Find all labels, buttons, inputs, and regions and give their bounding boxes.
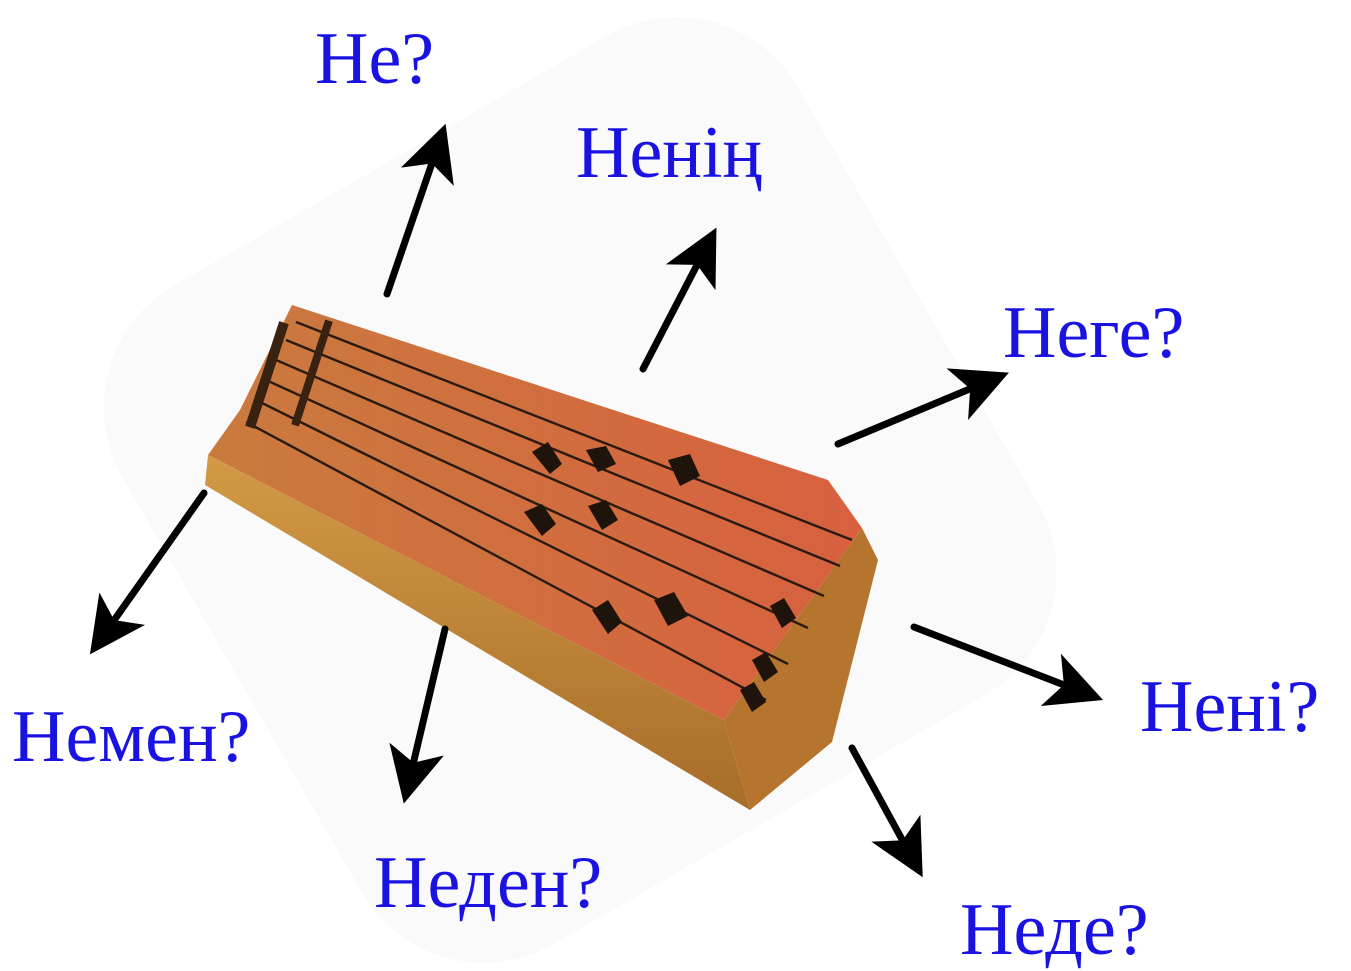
question-neni: Нені? xyxy=(1140,666,1320,748)
question-neden: Неден? xyxy=(374,842,603,924)
instrument-bridge xyxy=(245,319,333,429)
question-nede: Неде? xyxy=(960,889,1149,971)
instrument-end xyxy=(724,528,878,810)
arrows xyxy=(89,123,1104,878)
arrow-to-nege xyxy=(834,368,1009,448)
question-nege: Неге? xyxy=(1003,292,1185,374)
question-nenin: Ненің xyxy=(576,112,763,194)
zither-instrument xyxy=(205,305,878,810)
arrow-to-neni xyxy=(910,623,1104,706)
arrow-to-nenin xyxy=(639,227,717,373)
instrument-strings xyxy=(245,320,853,702)
question-nemen: Немен? xyxy=(12,696,251,778)
arrow-to-neden xyxy=(389,625,449,804)
arrow-to-nemen xyxy=(89,489,208,655)
arrow-to-nede xyxy=(848,744,923,878)
instrument-frets xyxy=(524,442,796,712)
question-ne: Не? xyxy=(315,18,435,100)
instrument-side xyxy=(205,455,750,810)
arrow-to-ne xyxy=(383,123,454,298)
